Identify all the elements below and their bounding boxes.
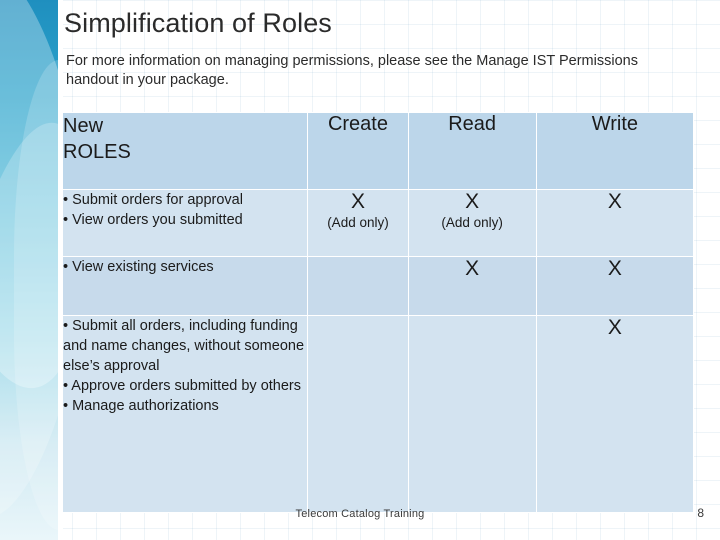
table-body: • Submit orders for approval • View orde… <box>61 189 695 513</box>
role-bullet: • Approve orders submitted by others <box>63 378 302 394</box>
left-decorative-band <box>0 0 58 540</box>
role-description-cell: • Submit orders for approval • View orde… <box>61 189 309 257</box>
read-permission-cell: X <box>407 256 537 316</box>
write-permission-cell: X <box>535 189 695 257</box>
table-header-read: Read <box>407 112 537 190</box>
create-permission-cell: X (Add only) <box>307 189 409 257</box>
role-bullet: • View orders you submitted <box>63 212 243 228</box>
permission-mark: X <box>465 257 480 280</box>
band-white-edge <box>58 0 63 540</box>
role-bullet: • Manage authorizations <box>63 398 219 414</box>
permission-mark: X <box>465 190 480 213</box>
slide-subtitle: For more information on managing permiss… <box>66 53 638 88</box>
write-permission-cell: X <box>535 256 695 316</box>
table-header-roles: New ROLES <box>61 112 309 190</box>
create-permission-cell <box>307 256 409 316</box>
table-row: • Submit orders for approval • View orde… <box>61 189 695 257</box>
table-header-write: Write <box>535 112 695 190</box>
role-bullet: • View existing services <box>63 259 214 275</box>
table-header-create: Create <box>307 112 409 190</box>
role-bullet: • Submit all orders, including funding a… <box>63 318 305 374</box>
role-description-cell: • View existing services <box>61 256 309 316</box>
page-title: Simplification of Roles <box>64 8 332 38</box>
table-header: New ROLES Create Read Write <box>61 112 695 190</box>
permission-note: (Add only) <box>327 215 389 230</box>
table-row: • View existing services X X <box>61 256 695 316</box>
footer-note: Telecom Catalog Training <box>295 508 425 520</box>
permission-note: (Add only) <box>441 215 503 230</box>
create-permission-cell <box>307 315 409 513</box>
read-permission-cell: X (Add only) <box>407 189 537 257</box>
permission-mark: X <box>607 257 622 280</box>
permission-mark: X <box>350 190 365 213</box>
table-header-roles-line2: ROLES <box>63 141 131 163</box>
role-bullet: • Submit orders for approval <box>63 192 243 208</box>
roles-permission-table: New ROLES Create Read Write • Submit ord… <box>61 112 695 513</box>
read-permission-cell <box>407 315 537 513</box>
table-row: • Submit all orders, including funding a… <box>61 315 695 513</box>
permission-mark: X <box>607 190 622 213</box>
table-header-roles-line1: New <box>63 115 104 137</box>
role-description-cell: • Submit all orders, including funding a… <box>61 315 309 513</box>
write-permission-cell: X <box>535 315 695 513</box>
permission-mark: X <box>607 316 622 339</box>
page-number: 8 <box>697 506 704 520</box>
